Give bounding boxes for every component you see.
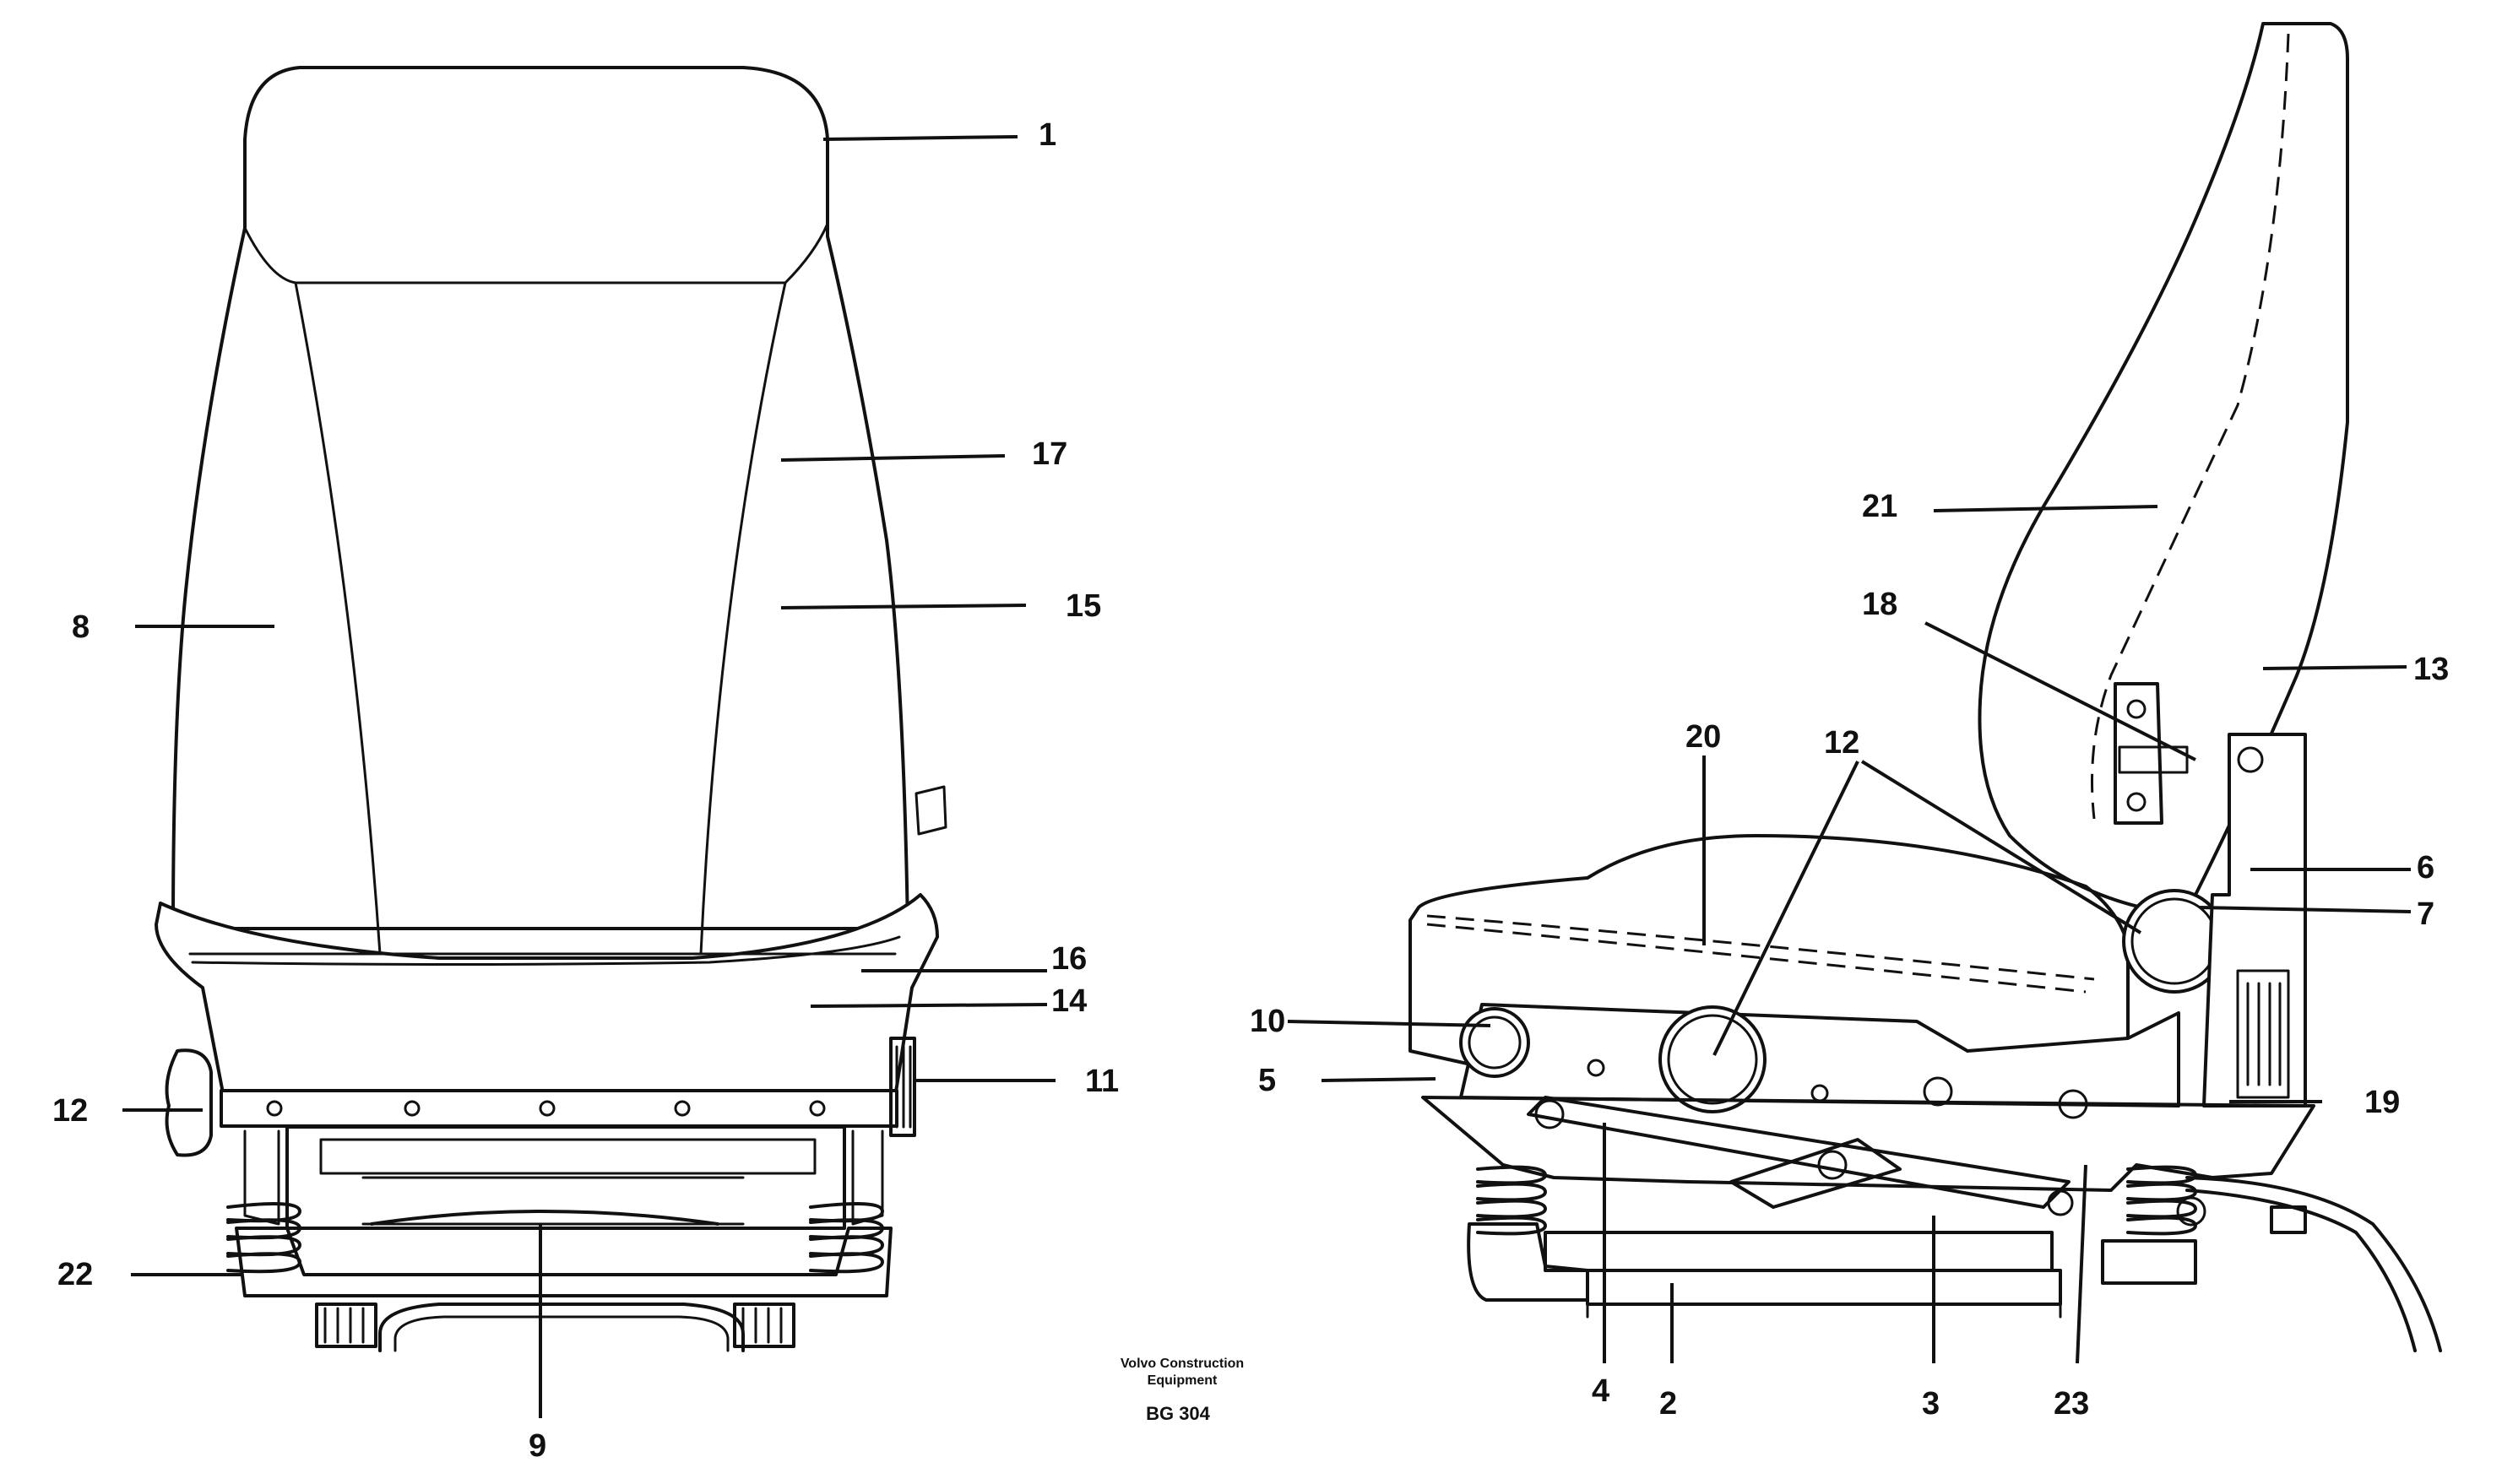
front-backrest xyxy=(171,66,909,930)
callout-23: 23 xyxy=(2054,1386,2089,1422)
callout-12-side: 12 xyxy=(1824,725,1859,761)
side-backrest xyxy=(1978,22,2349,913)
side-lower-frame xyxy=(1421,1096,2315,1192)
side-lumbar-knob xyxy=(1658,1005,1767,1113)
callout-18: 18 xyxy=(1862,587,1897,622)
callout-5: 5 xyxy=(1258,1063,1276,1098)
callout-22: 22 xyxy=(57,1257,93,1292)
front-center-panel xyxy=(294,281,382,956)
callout-6: 6 xyxy=(2417,850,2434,886)
side-recline-bracket xyxy=(2114,682,2163,825)
callout-8: 8 xyxy=(72,609,90,645)
callout-9: 9 xyxy=(529,1428,546,1464)
side-backrest-inner-dashed xyxy=(2091,33,2290,820)
side-leaders xyxy=(1287,505,2412,1364)
side-base-rail xyxy=(1544,1231,2054,1272)
drawing-code: BG 304 xyxy=(1146,1403,1211,1424)
side-scissor-mechanism xyxy=(1527,1096,2071,1209)
credit-line-2: Equipment xyxy=(1148,1373,1218,1388)
credit-line-1: Volvo Construction xyxy=(1121,1357,1244,1371)
side-labels: 21 18 13 20 12 6 7 10 5 19 4 2 3 23 xyxy=(1250,489,2449,1422)
front-left-knob xyxy=(165,1048,213,1157)
side-label-plate xyxy=(2236,969,2290,1099)
front-leaders xyxy=(122,135,1056,1418)
front-left-spring xyxy=(226,1202,301,1274)
front-seat-cushion xyxy=(155,893,939,1099)
callout-7: 7 xyxy=(2417,896,2434,932)
side-left-spring xyxy=(1476,1165,1547,1236)
side-height-knob xyxy=(1459,1007,1530,1078)
callout-15: 15 xyxy=(1066,588,1101,624)
callout-11: 11 xyxy=(1085,1064,1119,1099)
credit-block: Volvo Construction Equipment BG 304 xyxy=(1121,1357,1244,1424)
side-connector xyxy=(2270,1205,2307,1234)
front-base-frame xyxy=(235,1227,893,1297)
front-right-mount xyxy=(733,1303,795,1348)
front-base-tube xyxy=(378,1303,745,1352)
callout-17: 17 xyxy=(1032,436,1067,472)
callout-20: 20 xyxy=(1685,719,1721,755)
side-bottom-slide xyxy=(1586,1269,2062,1306)
callout-12-front: 12 xyxy=(52,1093,88,1129)
callout-1: 1 xyxy=(1039,117,1056,153)
front-side-tab xyxy=(915,785,947,836)
callout-3: 3 xyxy=(1922,1386,1940,1422)
callout-4: 4 xyxy=(1592,1373,1609,1409)
callout-16: 16 xyxy=(1051,941,1087,977)
front-right-spring xyxy=(809,1202,884,1274)
callout-19: 19 xyxy=(2364,1085,2400,1120)
front-suspension-box xyxy=(285,1125,846,1230)
side-view-seat xyxy=(1408,22,2442,1352)
callout-13: 13 xyxy=(2413,652,2449,687)
callout-14: 14 xyxy=(1051,983,1087,1019)
front-labels: 1 17 8 15 16 14 11 12 22 9 xyxy=(52,117,1119,1464)
front-view-seat xyxy=(155,66,947,1352)
side-cable xyxy=(2185,1189,2417,1352)
front-seat-rail xyxy=(220,1089,898,1128)
callout-2: 2 xyxy=(1659,1386,1677,1422)
front-right-knob xyxy=(889,1037,916,1137)
side-rear-bracket xyxy=(2202,733,2307,1108)
front-headrest-seam xyxy=(243,222,829,284)
callout-10: 10 xyxy=(1250,1004,1285,1039)
front-left-mount xyxy=(315,1303,377,1348)
callout-21: 21 xyxy=(1862,489,1897,524)
